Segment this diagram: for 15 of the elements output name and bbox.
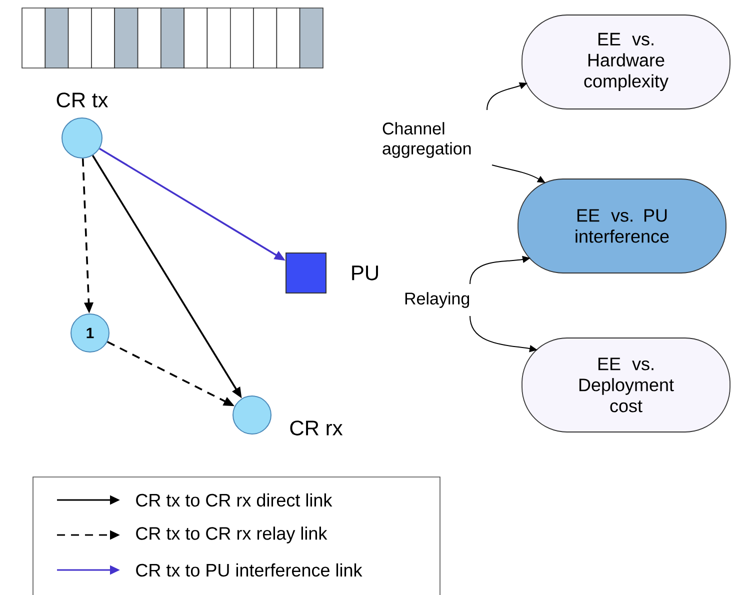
node-label: CR rx [290,420,343,436]
annotation-text: Relaying [405,292,470,308]
square-node [286,252,326,294]
legend-text: CR tx to CR rx direct link [136,493,332,507]
legend-text: CR tx to PU interference link [136,563,362,577]
rounded-box: EE vs. Hardware complexity [522,14,730,110]
rounded-box: EE vs. PU interference [518,178,726,274]
annotation-text: Channel aggregation [382,122,471,158]
rounded-box: EE vs. Deployment cost [522,338,730,432]
node-label: CR tx [56,92,108,108]
circle-node [62,118,102,158]
legend-text: CR tx to CR rx relay link [136,526,328,544]
node-label: PU [352,266,378,280]
circle-node [232,396,272,434]
circle-node: 1 [70,314,110,352]
